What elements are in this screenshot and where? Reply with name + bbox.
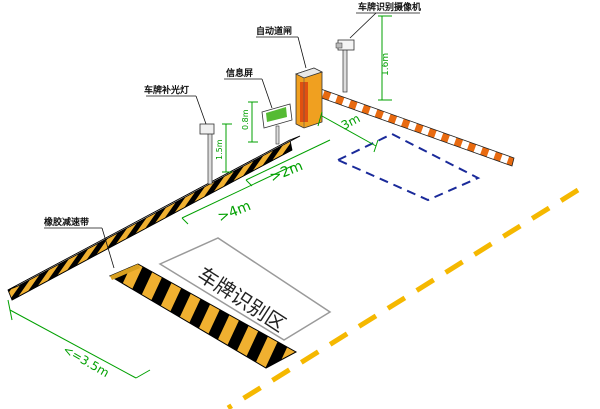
light-height-dim: 1.5m	[215, 139, 224, 160]
camera-label: 车牌识别摄像机	[358, 1, 421, 13]
parking-box	[335, 132, 481, 202]
display-label: 信息屏	[226, 67, 253, 79]
display-height-dim: 0.8m	[241, 109, 250, 130]
dim-gt-2m: >2m	[268, 158, 306, 186]
dim-le-3-5m: <=3.5m	[61, 342, 112, 380]
lane-line	[226, 187, 580, 409]
dimension-lines	[7, 15, 392, 379]
info-display	[261, 103, 293, 145]
barrier-gate	[294, 67, 324, 129]
island-curb	[7, 135, 301, 301]
leaders	[44, 12, 420, 269]
fill-light	[199, 123, 215, 185]
barrier-label: 自动道闸	[256, 25, 292, 37]
speed-bump-label: 橡胶减速带	[44, 216, 89, 228]
speed-bump	[108, 263, 298, 369]
dim-gt-4m: >4m	[216, 198, 254, 226]
dim-3m: 3m	[339, 111, 363, 132]
camera-height-dim: 1.6m	[381, 53, 391, 76]
recognition-zone-outline	[158, 237, 332, 341]
fill-light-label: 车牌补光灯	[144, 84, 189, 96]
camera	[335, 39, 355, 93]
